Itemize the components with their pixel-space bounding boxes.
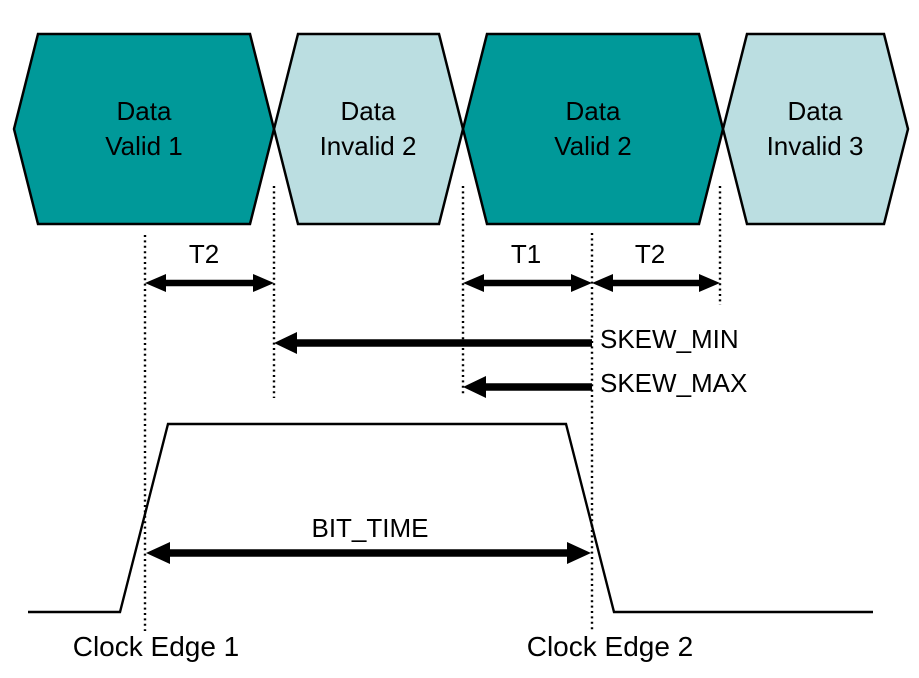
arrow-left-head: [274, 332, 297, 354]
clock-edge-2-label: Clock Edge 2: [527, 631, 694, 662]
clock-edge-1-label: Clock Edge 1: [73, 631, 240, 662]
data-window-row: Data Valid 1 Data Invalid 2 Data Valid 2…: [12, 32, 910, 226]
data-invalid-3-label-line1: Data: [788, 96, 843, 126]
arrow-left-head: [146, 542, 170, 564]
arrow-right-head: [567, 542, 591, 564]
arrow-right-head: [571, 274, 592, 292]
skew-min-arrow: [274, 332, 592, 354]
arrow-right-head: [253, 274, 274, 292]
arrow-left-head: [145, 274, 166, 292]
data-invalid-2-eye: [272, 32, 465, 226]
skew-max-label: SKEW_MAX: [600, 368, 747, 398]
bit-time-label: BIT_TIME: [311, 513, 428, 543]
arrow-left-head: [592, 274, 613, 292]
data-valid-1-label-line1: Data: [117, 96, 172, 126]
skew-min-label: SKEW_MIN: [600, 324, 739, 354]
clock-waveform: [28, 422, 873, 614]
data-valid-2-label-line2: Valid 2: [554, 131, 632, 161]
arrow-left-head: [463, 376, 486, 398]
data-valid-2-eye: [461, 32, 725, 226]
data-valid-1-eye: [12, 32, 276, 226]
t2-right-label: T2: [635, 239, 665, 269]
reference-lines: [143, 186, 722, 631]
data-invalid-3-label-line2: Invalid 3: [767, 131, 864, 161]
t1-dimension-arrow: [463, 274, 592, 292]
t2-left-dimension-arrow: [145, 274, 274, 292]
bit-time-arrow: [146, 542, 591, 564]
data-invalid-2-label-line1: Data: [341, 96, 396, 126]
data-invalid-3-eye: [721, 32, 910, 226]
arrow-left-head: [463, 274, 484, 292]
arrow-right-head: [699, 274, 720, 292]
data-valid-2-label-line1: Data: [566, 96, 621, 126]
data-valid-1-label-line2: Valid 1: [105, 131, 183, 161]
t1-label: T1: [511, 239, 541, 269]
t2-right-dimension-arrow: [592, 274, 720, 292]
skew-max-arrow: [463, 376, 592, 398]
data-invalid-2-label-line2: Invalid 2: [320, 131, 417, 161]
t2-left-label: T2: [189, 239, 219, 269]
